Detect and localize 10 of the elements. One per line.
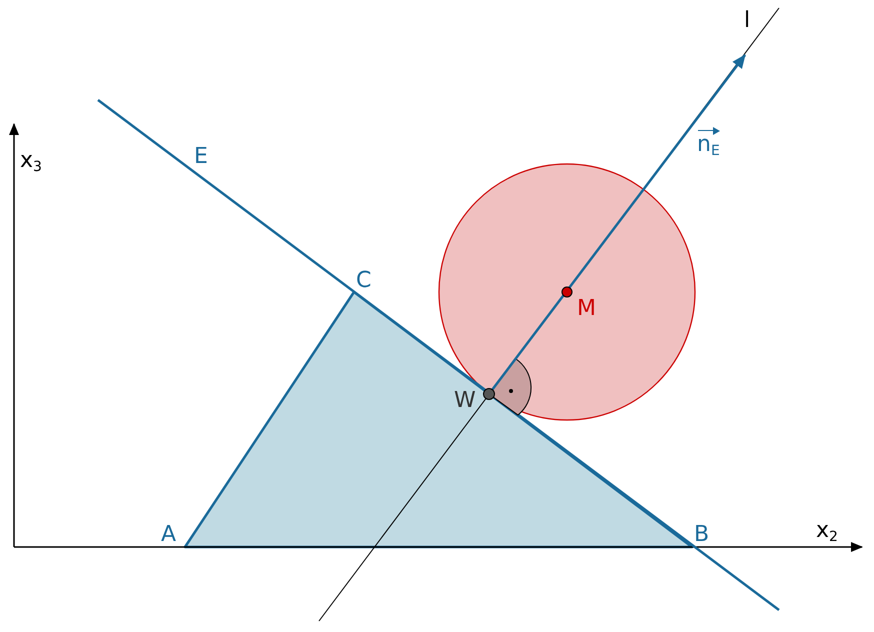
point-label: M: [577, 298, 596, 320]
point-label: C: [356, 270, 372, 292]
axis-label: x$_{2}$: [816, 520, 838, 544]
point-label: A: [161, 524, 176, 546]
axis-label: x$_{3}$: [20, 150, 42, 174]
point-label: W: [454, 390, 476, 412]
line-label: l: [744, 10, 750, 32]
plane-label: E: [194, 146, 208, 168]
vector-label: n$_{E}$: [697, 128, 720, 158]
point-label: B: [694, 524, 710, 546]
